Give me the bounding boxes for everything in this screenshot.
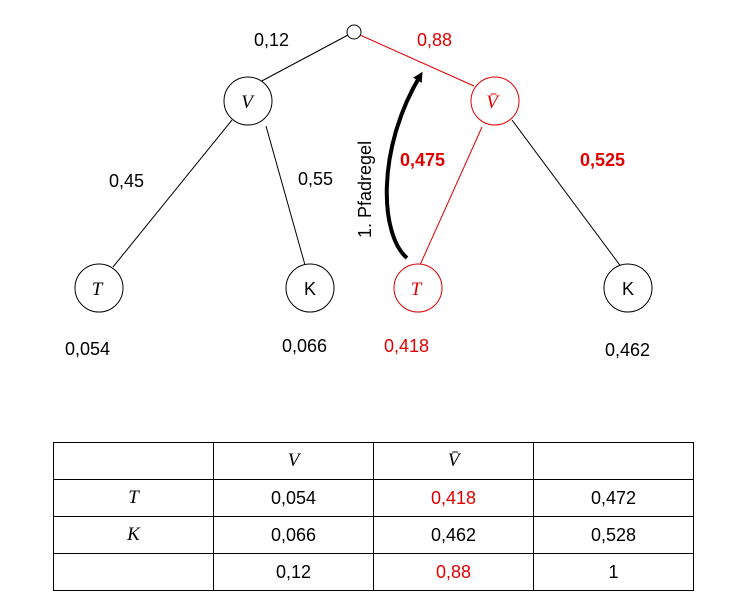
table-cell: 0,054 — [213, 479, 374, 517]
edge-label-root-v: 0,12 — [254, 30, 289, 50]
leaf-value-vbar-k: 0,462 — [605, 340, 650, 360]
node-k-right-circle — [603, 263, 653, 313]
node-k-left-label: K — [304, 279, 316, 299]
probability-tree: V V̄ T K T K 0,12 0,88 0,45 0,55 0,475 0… — [65, 24, 653, 360]
table-cell: 0,12 — [213, 553, 374, 591]
node-t-left-label: T — [92, 279, 104, 300]
table-row: K 0,066 0,462 0,528 — [53, 516, 694, 554]
edge-v-t — [112, 119, 233, 268]
node-k-right-label: K — [622, 279, 634, 299]
table-cell — [53, 553, 214, 591]
node-t-left-circle — [74, 263, 124, 313]
edge-label-v-k: 0,55 — [298, 169, 333, 189]
pfadregel-arrow — [384, 71, 423, 260]
node-t-right-label: T — [411, 279, 423, 300]
table-header-vbar: V̄ — [373, 442, 534, 480]
table-cell: 0,528 — [533, 516, 694, 554]
node-t-right-circle — [393, 263, 443, 313]
edge-label-root-vbar: 0,88 — [417, 30, 452, 50]
root-node — [346, 24, 362, 40]
node-vbar-circle — [470, 76, 520, 126]
leaf-value-v-k: 0,066 — [282, 336, 327, 356]
node-vbar-label: V̄ — [486, 92, 500, 113]
edge-vbar-k — [511, 119, 623, 269]
table-cell — [533, 442, 694, 480]
edge-root-v — [257, 34, 349, 84]
edge-label-v-t: 0,45 — [109, 171, 144, 191]
table-cell: 0,462 — [373, 516, 534, 554]
table-header-row: V V̄ — [53, 442, 694, 480]
leaf-value-v-t: 0,054 — [65, 339, 110, 359]
edge-vbar-t — [419, 126, 483, 266]
pfadregel-label: 1. Pfadregel — [355, 141, 375, 238]
table-cell-highlight: 0,88 — [373, 553, 534, 591]
leaf-value-vbar-t: 0,418 — [384, 336, 429, 356]
table-row: 0,12 0,88 1 — [53, 553, 694, 591]
node-v-label: V — [241, 92, 255, 113]
table-header-v: V — [213, 442, 374, 480]
table-cell: 0,472 — [533, 479, 694, 517]
table-cell-highlight: 0,418 — [373, 479, 534, 517]
table-cell — [53, 442, 214, 480]
table-row-label-t: T — [53, 479, 214, 517]
table-row: T 0,054 0,418 0,472 — [53, 479, 694, 517]
edge-root-vbar — [359, 34, 475, 87]
node-v-circle — [223, 76, 273, 126]
edge-label-vbar-k: 0,525 — [580, 150, 625, 170]
table-cell: 1 — [533, 553, 694, 591]
node-k-left-circle — [285, 263, 335, 313]
table-row-label-k: K — [53, 516, 214, 554]
edge-v-k — [265, 125, 306, 266]
table-cell: 0,066 — [213, 516, 374, 554]
edge-label-vbar-t: 0,475 — [400, 150, 445, 170]
four-field-table: V V̄ T 0,054 0,418 0,472 K 0,066 0,462 0… — [53, 442, 694, 591]
